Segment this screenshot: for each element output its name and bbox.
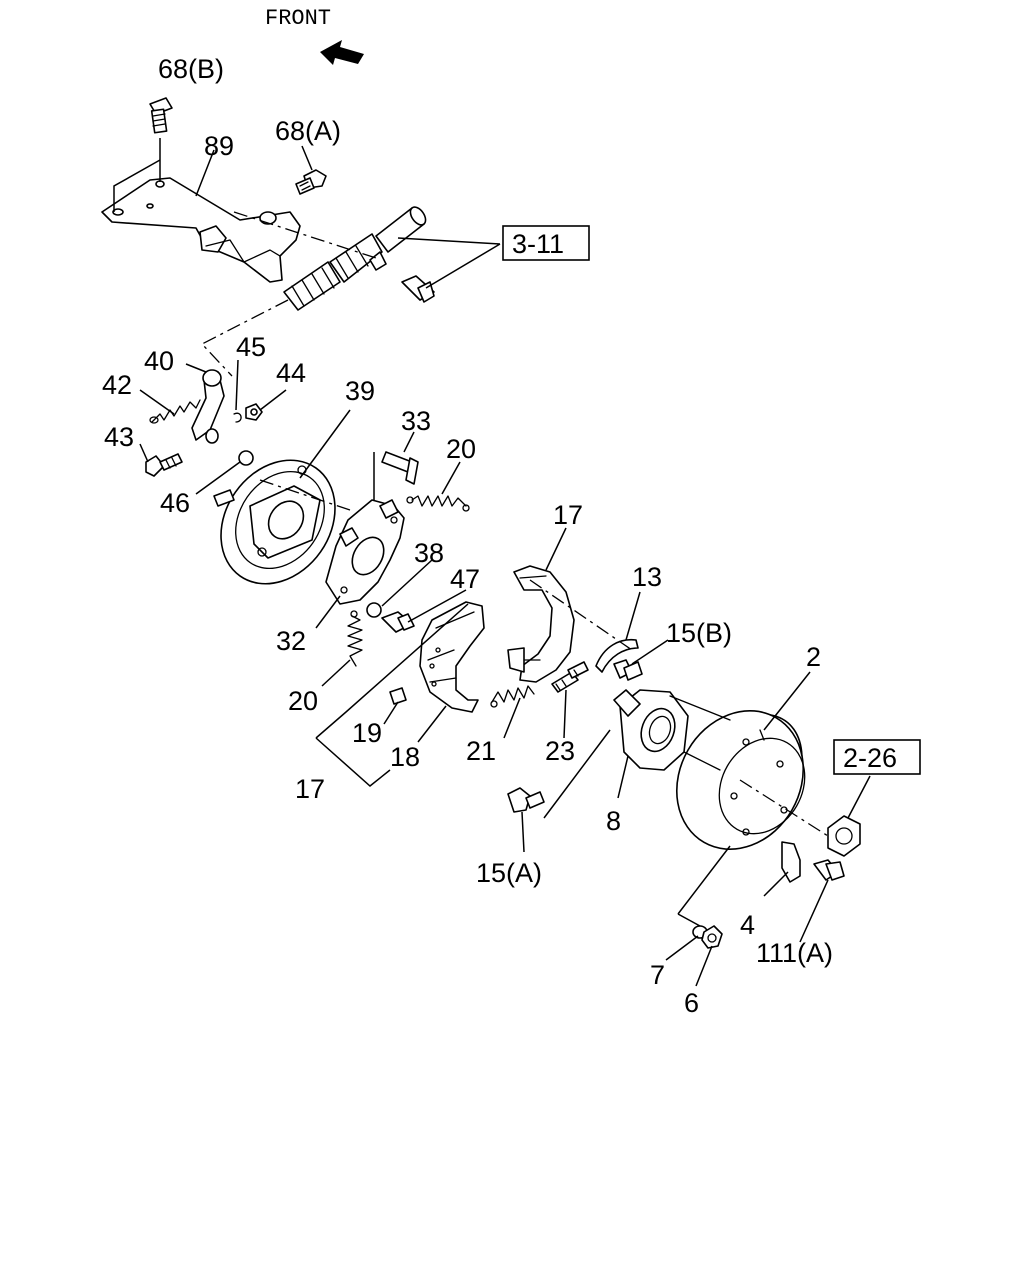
callout-111a: 111(A) (756, 938, 833, 968)
callout-20-lower: 20 (288, 686, 318, 716)
bolt-68a (295, 169, 327, 195)
washer-46 (238, 450, 254, 466)
spring-20-lower (347, 610, 363, 667)
callout-3-11: 3-11 (512, 229, 564, 259)
callout-68a: 68(A) (275, 116, 341, 146)
centerline-shoe (529, 579, 633, 651)
callout-21: 21 (466, 736, 496, 766)
leader-68b-hole (113, 159, 161, 212)
bolt-43 (145, 453, 183, 477)
lever-arm-40 (191, 369, 225, 444)
nut-6 (701, 925, 723, 949)
callout-47: 47 (450, 564, 480, 594)
callout-7: 7 (650, 960, 665, 990)
nut-44 (245, 403, 263, 421)
bolt-47 (381, 611, 415, 633)
brake-shoe-18-lower (419, 601, 485, 713)
callout-20-upper: 20 (446, 434, 476, 464)
plate-32 (325, 499, 405, 605)
reference-box-3-11 (502, 225, 590, 261)
bolt-111a (813, 859, 845, 881)
centerline-cable-lever (200, 299, 289, 377)
spring-21 (490, 685, 535, 708)
adjuster-15b (613, 659, 643, 681)
callout-19: 19 (352, 718, 382, 748)
front-label: FRONT (265, 6, 331, 31)
spring-20-upper (406, 495, 470, 512)
nut-2-26 (827, 815, 861, 857)
callout-17-upper: 17 (553, 500, 583, 530)
callout-32: 32 (276, 626, 306, 656)
callout-leaders (139, 145, 871, 987)
callout-33: 33 (401, 406, 431, 436)
leader-3-11 (397, 237, 501, 289)
front-arrow-icon (320, 40, 364, 65)
callout-38: 38 (414, 538, 444, 568)
leader-15a (543, 729, 611, 819)
callout-40: 40 (144, 346, 174, 376)
hub-8 (613, 689, 731, 771)
centerline-backplate (259, 479, 351, 511)
callout-23: 23 (545, 736, 575, 766)
reference-box-2-26 (833, 739, 921, 775)
callout-8: 8 (606, 806, 621, 836)
centerline-bracket-cable (233, 211, 377, 259)
bracket-89 (101, 177, 301, 283)
callout-89: 89 (204, 131, 234, 161)
callout-17-lower: 17 (295, 774, 325, 804)
callout-39: 39 (345, 376, 375, 406)
rivet-19 (389, 687, 407, 705)
callout-43: 43 (104, 422, 134, 452)
callout-2: 2 (806, 642, 821, 672)
callout-68b: 68(B) (158, 54, 224, 84)
callout-2-26: 2-26 (843, 743, 897, 773)
callout-42: 42 (102, 370, 132, 400)
callout-15a: 15(A) (476, 858, 542, 888)
washer-38 (366, 602, 382, 618)
pin-33 (373, 451, 419, 512)
leader-7-6 (677, 845, 731, 927)
centerline-drum-nut (739, 779, 829, 837)
brake-shoe-17-upper (507, 565, 575, 683)
callout-6: 6 (684, 988, 699, 1018)
clip-4 (781, 841, 801, 883)
callout-4: 4 (740, 910, 755, 940)
bolt-68b (149, 97, 173, 134)
callout-44: 44 (276, 358, 306, 388)
clip-45 (233, 412, 242, 423)
cable-3-11 (283, 206, 427, 311)
spring-42 (149, 399, 201, 424)
adjuster-23 (551, 661, 589, 693)
callout-13: 13 (632, 562, 662, 592)
strut-13 (595, 638, 639, 673)
adjuster-15a (507, 787, 545, 813)
backing-plate-39 (213, 459, 336, 585)
callout-15b: 15(B) (666, 618, 732, 648)
callout-45: 45 (236, 332, 266, 362)
bolt-3-11 (401, 275, 435, 303)
callout-18: 18 (390, 742, 420, 772)
callout-46: 46 (160, 488, 190, 518)
